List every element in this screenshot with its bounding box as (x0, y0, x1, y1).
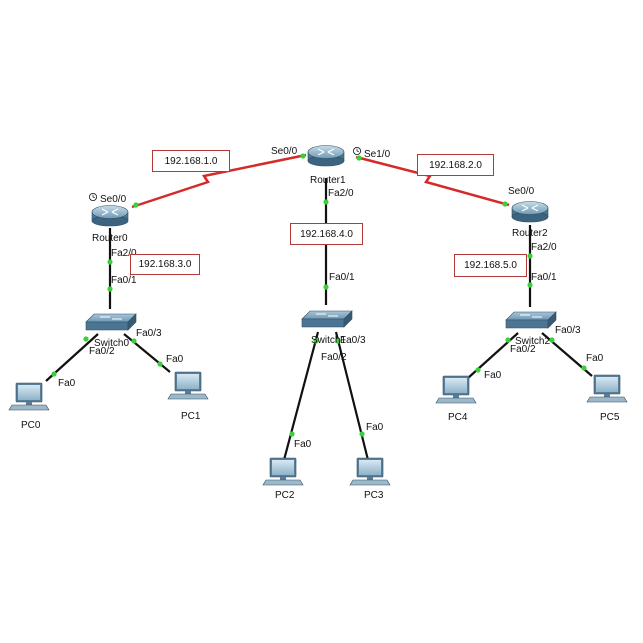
pc1-label: PC1 (181, 411, 201, 422)
link-light (107, 286, 113, 292)
pc0-label: PC0 (21, 420, 41, 431)
link-light (356, 155, 362, 161)
link-light (527, 282, 533, 288)
pc1-fa0-port: Fa0 (166, 354, 184, 365)
serial-link-router0-router1 (131, 153, 307, 209)
pc3-label: PC3 (364, 490, 384, 501)
link-lights (51, 153, 587, 437)
link-light (335, 338, 341, 344)
pc4-label: PC4 (448, 412, 468, 423)
router2-fa20-port: Fa2/0 (531, 242, 557, 253)
serial-link-router1-router2 (355, 155, 510, 207)
switch1-fa01-port: Fa0/1 (329, 272, 355, 283)
switch1-label: Switch1 (311, 335, 346, 346)
network-label-192-168-5-0: 192.168.5.0 (454, 254, 527, 277)
link-light (313, 338, 319, 344)
pc4-icon[interactable] (435, 375, 477, 404)
pc3-icon[interactable] (349, 457, 391, 486)
link-light (131, 338, 137, 344)
link-switch1-pc3 (334, 331, 370, 461)
link-light (300, 153, 306, 159)
pc4-fa0-port: Fa0 (484, 370, 502, 381)
link-light (581, 365, 587, 371)
pc5-icon[interactable] (586, 374, 628, 403)
link-light (502, 201, 508, 207)
switch1-fa02-port: Fa0/2 (321, 352, 347, 363)
router2-label: Router2 (512, 228, 548, 239)
router0-se00-port: Se0/0 (100, 194, 127, 205)
router0-label: Router0 (92, 233, 128, 244)
router2-icon[interactable] (511, 200, 549, 223)
switch1-icon[interactable] (301, 310, 353, 328)
router1-icon[interactable] (307, 144, 345, 167)
switch0-icon[interactable] (85, 313, 137, 331)
router0-icon[interactable] (91, 204, 129, 227)
pc5-label: PC5 (600, 412, 620, 423)
switch1-fa03-port: Fa0/3 (340, 335, 366, 346)
switch2-fa03-port: Fa0/3 (555, 325, 581, 336)
pc5-fa0-port: Fa0 (586, 353, 604, 364)
switch0-fa02-port: Fa0/2 (89, 346, 115, 357)
link-light (51, 371, 57, 377)
link-light (527, 253, 533, 259)
link-light (505, 337, 511, 343)
router2-se00-port: Se0/0 (508, 186, 535, 197)
pc3-fa0-port: Fa0 (366, 422, 384, 433)
switch2-fa01-port: Fa0/1 (531, 272, 557, 283)
switch0-fa01-port: Fa0/1 (111, 275, 137, 286)
network-label-192-168-2-0: 192.168.2.0 (417, 154, 494, 176)
link-light (83, 336, 89, 342)
network-label-192-168-3-0: 192.168.3.0 (130, 254, 200, 275)
network-label-192-168-1-0: 192.168.1.0 (152, 150, 230, 172)
pc2-label: PC2 (275, 490, 295, 501)
link-light (323, 284, 329, 290)
pc2-fa0-port: Fa0 (294, 439, 312, 450)
link-light (323, 199, 329, 205)
pc1-icon[interactable] (167, 371, 209, 400)
link-light (359, 431, 365, 437)
link-switch0-pc1 (123, 333, 171, 373)
network-label-192-168-4-0: 192.168.4.0 (290, 223, 363, 245)
link-light (289, 431, 295, 437)
link-light (475, 367, 481, 373)
switch2-label: Switch2 (515, 336, 550, 347)
link-light (549, 337, 555, 343)
pc0-fa0-port: Fa0 (58, 378, 76, 389)
router0-clock-icon (89, 192, 97, 202)
switch2-fa02-port: Fa0/2 (510, 344, 536, 355)
pc0-icon[interactable] (8, 382, 50, 411)
router1-se10-port: Se1/0 (364, 149, 391, 160)
switch0-label: Switch0 (94, 338, 129, 349)
router0-fa20-port: Fa2/0 (111, 248, 137, 259)
router1-label: Router1 (310, 175, 346, 186)
pc2-icon[interactable] (262, 457, 304, 486)
link-light (107, 259, 113, 265)
link-light (157, 361, 163, 367)
link-light (133, 202, 139, 208)
router1-se00-port: Se0/0 (271, 146, 298, 157)
router1-clock-icon (352, 146, 362, 156)
router1-fa20-port: Fa2/0 (328, 188, 354, 199)
link-switch1-pc2 (282, 331, 320, 461)
switch2-icon[interactable] (505, 311, 557, 329)
switch0-fa03-port: Fa0/3 (136, 328, 162, 339)
